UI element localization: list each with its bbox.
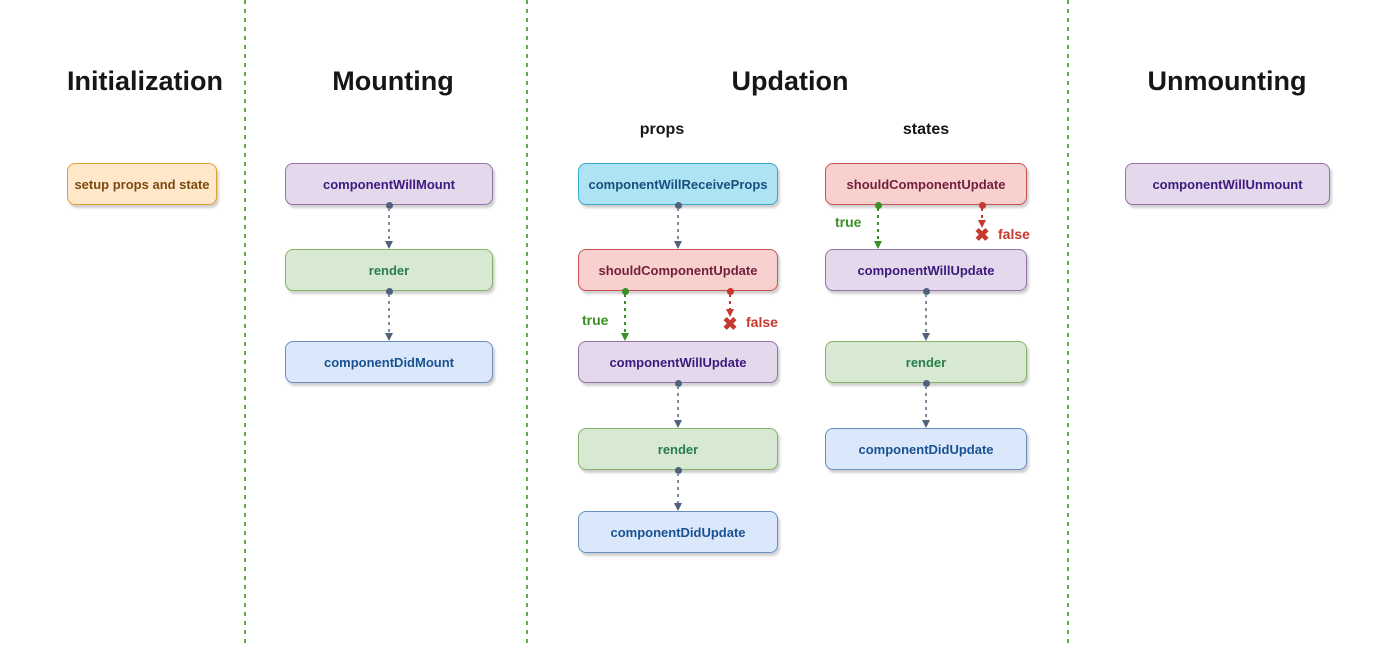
arrow-line — [388, 208, 390, 241]
arrow-line — [677, 208, 679, 241]
lifecycle-box-component-did-update-states: componentDidUpdate — [825, 428, 1027, 470]
arrow-head — [921, 420, 930, 428]
section-title-updation: Updation — [731, 66, 849, 96]
arrow-dot — [674, 379, 682, 387]
lifecycle-box-component-will-update-states: componentWillUpdate — [825, 249, 1027, 291]
arrow-head — [977, 220, 986, 228]
arrow-dot — [922, 287, 930, 295]
section-title-mounting: Mounting — [332, 66, 454, 96]
arrow-line — [925, 294, 927, 333]
section-divider — [244, 0, 246, 647]
arrow-head — [384, 241, 393, 249]
arrow-line — [729, 294, 731, 309]
arrow-dot — [874, 201, 882, 209]
arrow-dot — [726, 287, 734, 295]
lifecycle-box-render-props: render — [578, 428, 778, 470]
lifecycle-box-component-will-unmount: componentWillUnmount — [1125, 163, 1330, 205]
arrow-line — [677, 386, 679, 420]
arrow-head — [921, 333, 930, 341]
x-mark-icon: ✖ — [722, 314, 738, 334]
branch-label-true: true — [835, 214, 862, 230]
arrow-head — [873, 241, 882, 249]
arrow-head — [620, 333, 629, 341]
x-mark-icon: ✖ — [974, 225, 990, 245]
section-divider — [526, 0, 528, 647]
lifecycle-box-should-component-update-states: shouldComponentUpdate — [825, 163, 1027, 205]
column-label-props: props — [639, 121, 685, 138]
branch-label-true: true — [582, 312, 609, 328]
section-title-initialization: Initialization — [66, 66, 224, 96]
arrow-head — [673, 241, 682, 249]
column-label-states: states — [902, 121, 950, 138]
arrow-line — [877, 208, 879, 241]
arrow-head — [384, 333, 393, 341]
arrow-dot — [674, 201, 682, 209]
arrow-head — [673, 420, 682, 428]
arrow-line — [677, 473, 679, 503]
arrow-head — [673, 503, 682, 511]
arrow-dot — [385, 201, 393, 209]
section-title-unmounting: Unmounting — [1147, 66, 1307, 96]
branch-label-false: false — [746, 314, 778, 330]
lifecycle-box-setup-props-and-state: setup props and state — [67, 163, 217, 205]
arrow-dot — [621, 287, 629, 295]
arrow-dot — [978, 201, 986, 209]
arrow-dot — [674, 466, 682, 474]
lifecycle-box-should-component-update-props: shouldComponentUpdate — [578, 249, 778, 291]
lifecycle-box-component-did-update-props: componentDidUpdate — [578, 511, 778, 553]
arrow-head — [725, 309, 734, 317]
lifecycle-box-component-will-mount: componentWillMount — [285, 163, 493, 205]
section-divider — [1067, 0, 1069, 647]
arrow-line — [388, 294, 390, 333]
lifecycle-box-render-states: render — [825, 341, 1027, 383]
arrow-line — [925, 386, 927, 420]
lifecycle-box-component-will-receive-props: componentWillReceiveProps — [578, 163, 778, 205]
arrow-line — [624, 294, 626, 333]
lifecycle-box-render-mounting: render — [285, 249, 493, 291]
arrow-dot — [922, 379, 930, 387]
lifecycle-box-component-did-mount: componentDidMount — [285, 341, 493, 383]
arrow-line — [981, 208, 983, 220]
arrow-dot — [385, 287, 393, 295]
lifecycle-box-component-will-update-props: componentWillUpdate — [578, 341, 778, 383]
branch-label-false: false — [998, 226, 1030, 242]
